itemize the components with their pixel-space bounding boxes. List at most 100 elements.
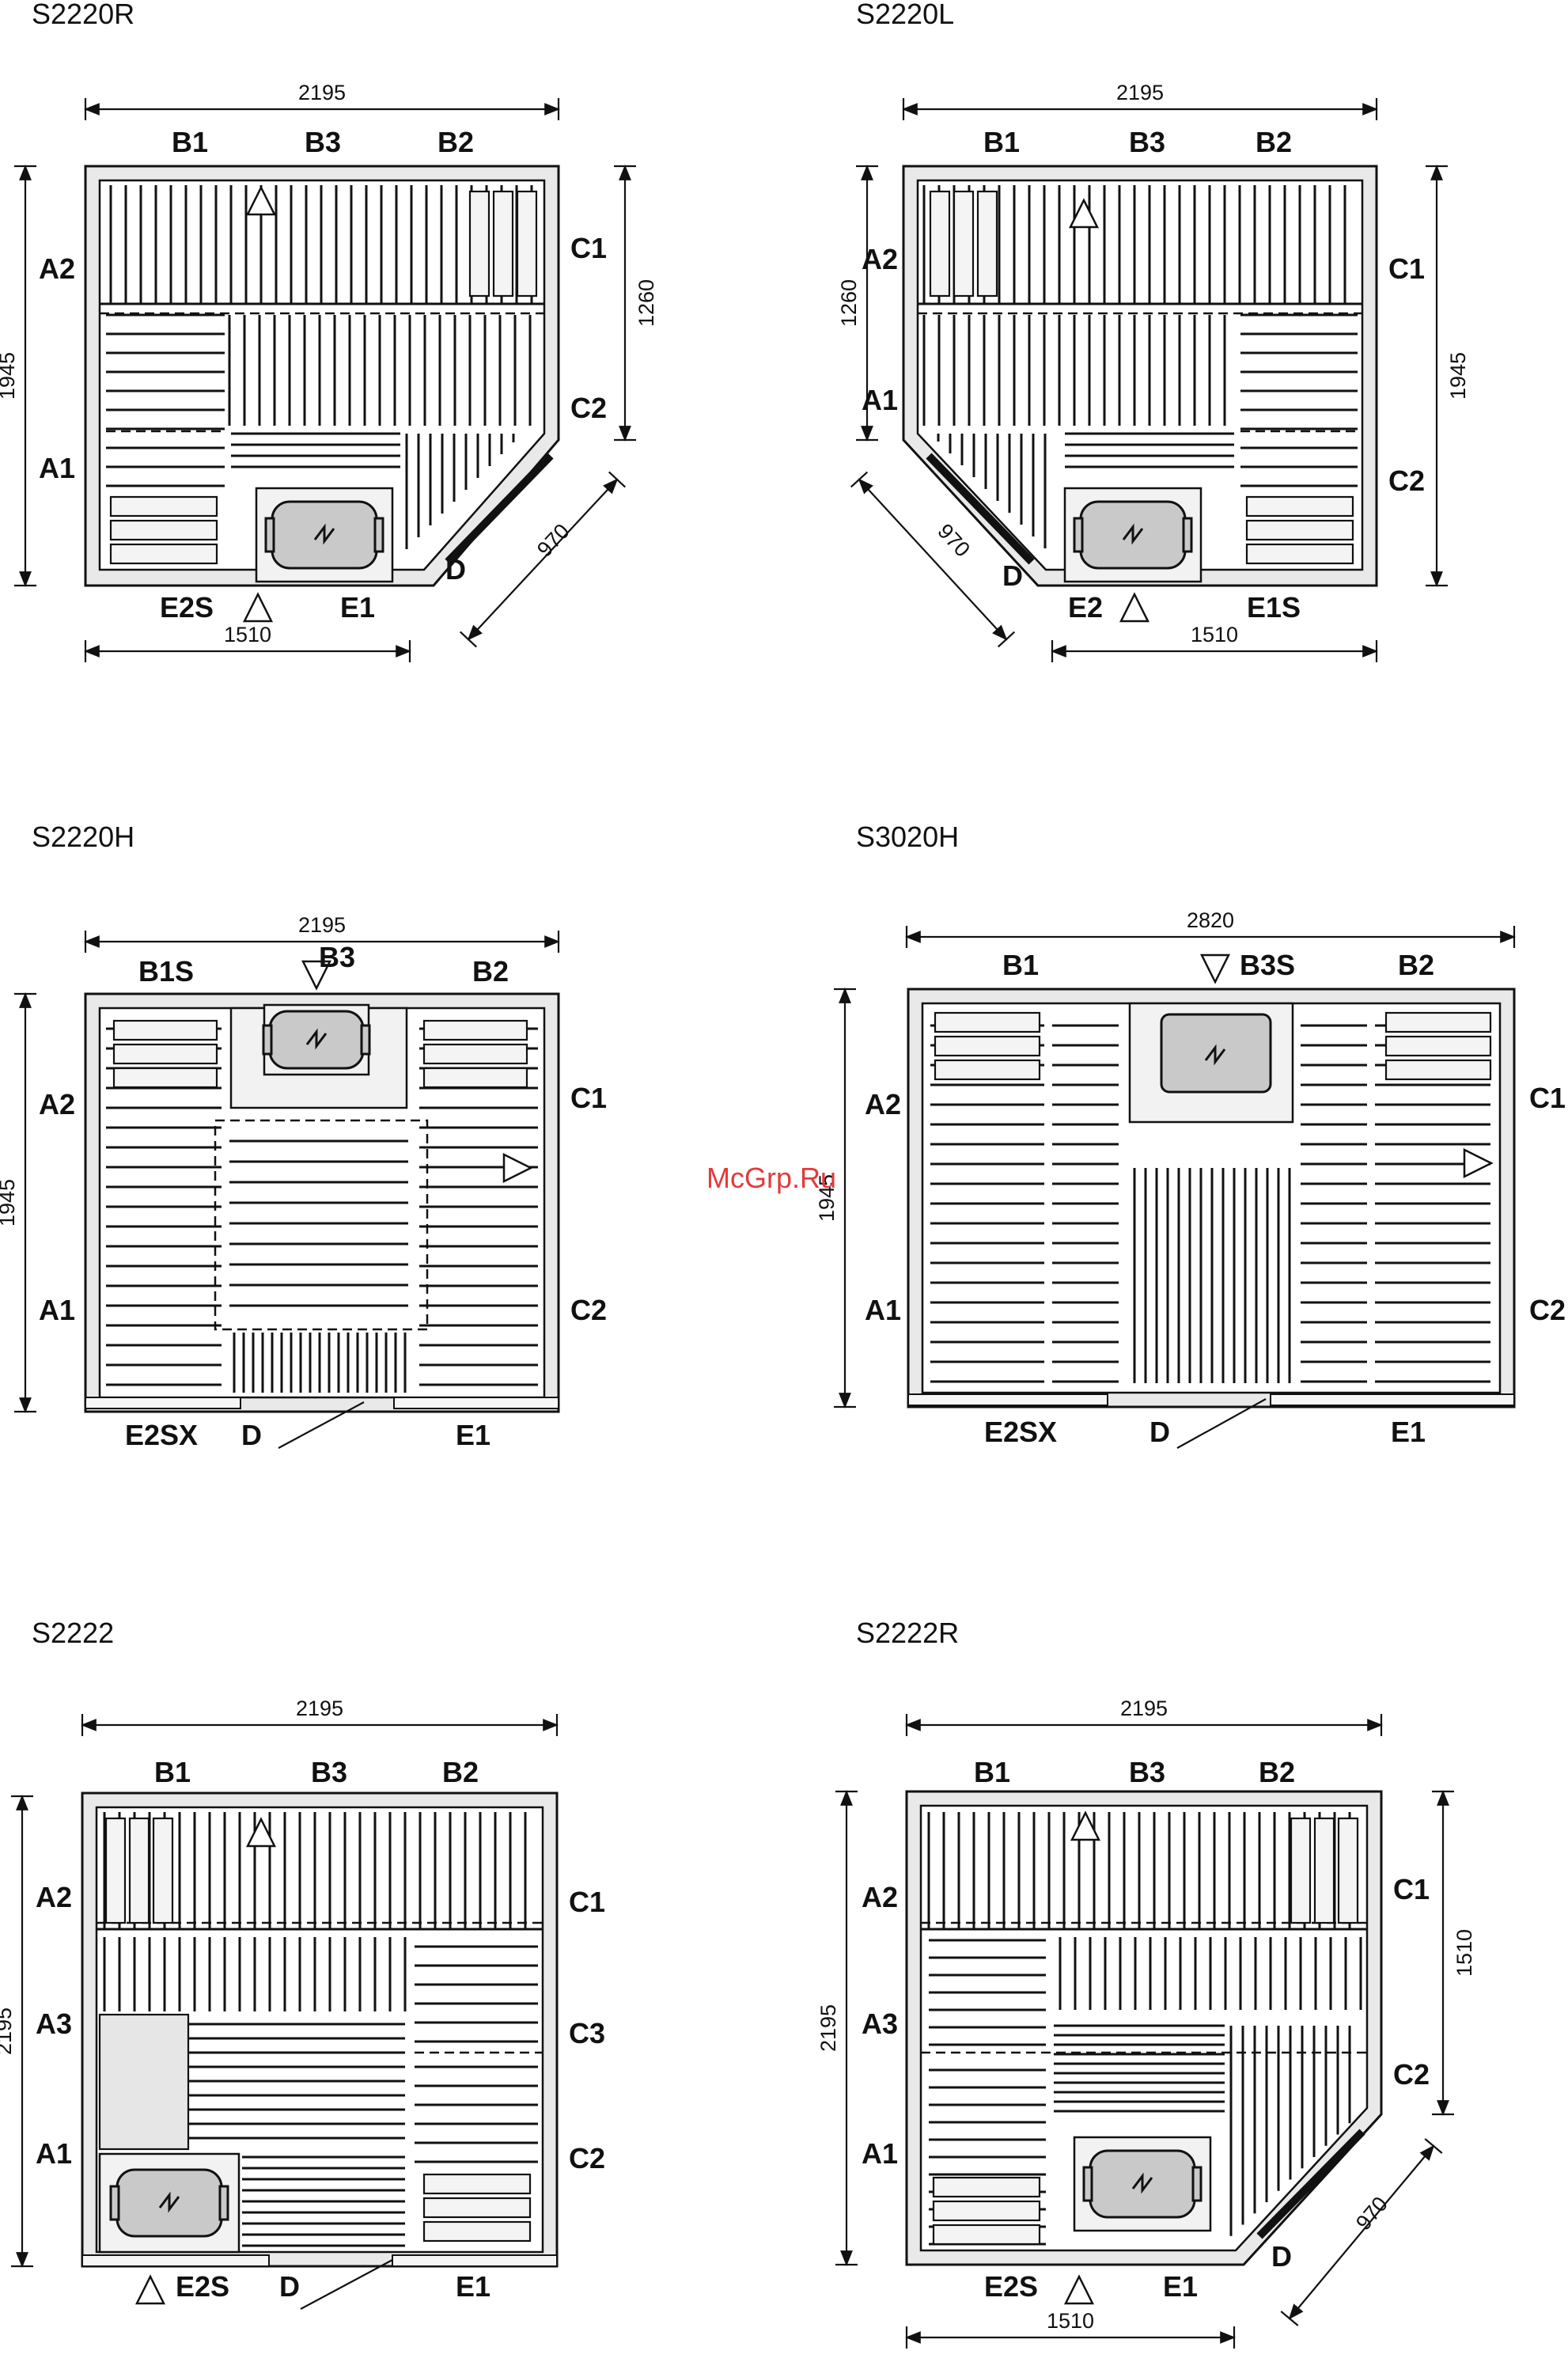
dimension-label: 970 [532,519,574,561]
headrest-pillow [1384,1035,1492,1057]
headrest-pillow [934,1035,1041,1057]
label-e1: E1 [456,2270,490,2303]
label-a3: A3 [36,2008,72,2040]
door [1256,2129,1365,2239]
plan-title: S2220L [856,0,954,30]
heater-knob [1182,517,1193,553]
label-e2sx: E2SX [125,1419,198,1451]
dimension-label: 1510 [1191,623,1238,646]
dimension-label: 1945 [1446,352,1470,400]
label-d: D [1002,559,1023,592]
depth-dimension: 1945 [815,988,856,1408]
floor [98,179,546,571]
dimension-label: 2820 [1187,908,1234,932]
sauna-heater [1073,2136,1212,2232]
label-b1: B1 [172,126,208,158]
label-c1: C1 [1393,1873,1430,1905]
dimension-tick [460,631,477,648]
headrest-pillow [976,190,998,298]
light-marker-icon [1463,1147,1494,1179]
headrest-pillow [932,2176,1041,2198]
label-b2: B2 [442,1756,479,1788]
headrest-pillow [1313,1817,1335,1924]
label-c2: C2 [570,392,607,424]
headrest-pillow [112,1067,218,1089]
heater-symbol [305,1028,328,1050]
wall-section [1270,1393,1515,1406]
plan-title: S3020H [856,821,959,853]
dashed-outline [214,1119,429,1331]
headrest-pillow [109,519,218,541]
label-e1: E1 [456,1419,490,1451]
label-b3: B3 [311,1756,347,1788]
width-dimension: 2195 [905,1697,1383,1736]
dimension-label: 2195 [1116,81,1164,104]
headrest-pillow [929,190,951,298]
label-e2s: E2S [160,591,214,624]
width-dimension: 2820 [905,908,1516,948]
label-d: D [241,1419,262,1451]
label-e1: E1 [1391,1416,1426,1448]
heater-knob [262,1024,273,1056]
label-a1: A1 [39,452,75,484]
sauna-heater [109,2168,229,2238]
dimension-label: 2195 [0,2008,16,2055]
dimension-label: 2195 [298,81,346,104]
sauna-heater [255,487,394,583]
light-marker-icon [1068,198,1100,229]
dimension-label: 1260 [634,279,658,327]
label-c1: C1 [1388,252,1425,285]
label-b2: B2 [437,126,474,158]
headrest-pillow [516,190,538,298]
dimension-label: 1510 [1047,2309,1094,2333]
label-a1: A1 [862,384,898,416]
light-marker-icon [502,1152,533,1184]
label-a1: A1 [36,2137,72,2170]
headrest-pillow [1337,1817,1359,1924]
headrest-pillow [109,543,218,565]
headrest-pillow [422,1043,528,1065]
door-leader [300,2259,393,2310]
front-dimension: 1510 [84,623,411,662]
label-b3: B3 [1129,126,1165,158]
label-d: D [1149,1416,1170,1448]
side-dimension: 1260 [614,165,658,442]
label-b2: B2 [1256,126,1292,158]
sauna-heater [262,1003,371,1076]
label-b1: B1 [1002,949,1039,981]
label-b3: B3 [319,941,355,973]
door [445,453,554,565]
light-marker-icon [134,2274,166,2305]
label-b1: B1 [154,1756,191,1788]
headrest-pillow [112,1043,218,1065]
door-leader [278,1401,365,1449]
heater-symbol [1204,1044,1226,1066]
label-d: D [1271,2240,1292,2273]
headrest-pillow [934,1059,1041,1081]
light-marker-icon [1119,592,1150,623]
heater-knob [218,2185,229,2221]
headrest-pillow [953,190,975,298]
label-a1: A1 [865,1294,901,1326]
label-c2: C2 [570,1294,607,1326]
headrest-pillow [1245,543,1354,565]
label-d: D [279,2270,300,2303]
headrest-pillow [109,495,218,518]
heater-knob [264,517,275,553]
depth-dimension: 1945 [1426,165,1470,587]
heater-symbol [158,2191,180,2213]
heater-symbol [1131,2172,1153,2194]
width-dimension: 2195 [902,81,1378,120]
dimension-line [858,478,1008,641]
dimension-label: 2195 [298,913,346,937]
label-c2: C2 [1393,2058,1430,2091]
label-b2: B2 [472,955,509,988]
headrest-pillow [932,2200,1041,2222]
plan-title: S2222R [856,1617,959,1649]
label-e2s: E2S [984,2270,1038,2303]
label-b1: B1 [983,126,1020,158]
headrest-pillow [932,2224,1041,2246]
